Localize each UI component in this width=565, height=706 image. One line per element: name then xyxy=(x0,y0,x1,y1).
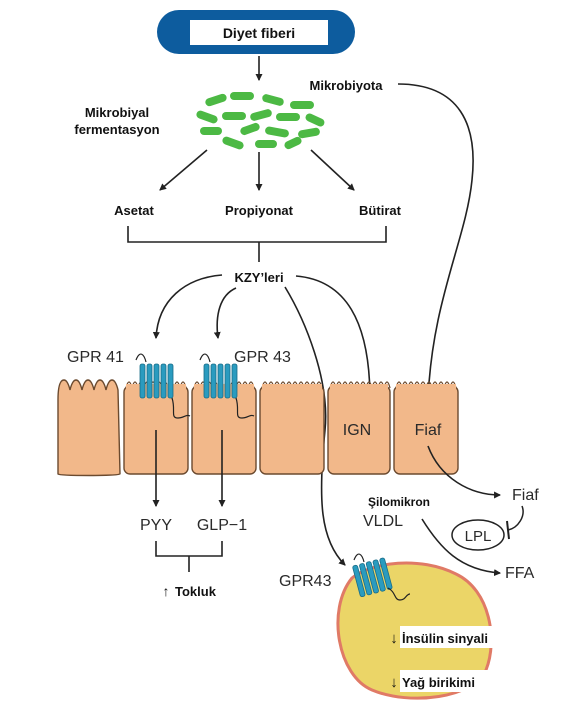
satiety-arrow: ↑ xyxy=(163,583,170,599)
gpr43-receptor-icon xyxy=(199,353,255,419)
fat-storage-label: Yağ birikimi xyxy=(402,675,475,690)
bacteria-to-butyrate-arrow xyxy=(310,149,355,191)
scfa-bracket xyxy=(127,226,387,262)
pyy-label: PYY xyxy=(140,517,172,534)
scfa-to-ign-arrow xyxy=(295,275,374,402)
fermentation-label-line2: fermentasyon xyxy=(74,122,159,137)
scfa-group-label: KZY’leri xyxy=(234,270,283,285)
gpr41-label: GPR 41 xyxy=(67,349,124,366)
dietary-fiber-pill: Diyet fiberi xyxy=(157,10,355,54)
gpr41-receptor-icon xyxy=(135,353,191,419)
insulin-arrow: ↓ xyxy=(390,630,398,647)
scfa-to-adipocyte-gpr43-arrow xyxy=(284,286,346,566)
insulin-label-bg xyxy=(400,626,510,648)
satiety-bracket xyxy=(155,541,223,572)
lpl-inhibition-bar xyxy=(506,520,510,540)
chylomicron-label: Şilomikron xyxy=(368,495,430,509)
epithelial-cell xyxy=(57,379,121,477)
lpl-enzyme: LPL xyxy=(451,519,505,551)
adipocyte-gpr43-receptor-icon xyxy=(352,553,411,601)
fiaf-out-label: Fiaf xyxy=(512,487,539,504)
butyrate-label: Bütirat xyxy=(359,203,402,218)
fiaf-inhibits-lpl-line xyxy=(507,505,524,531)
microbiota-to-fiaf-inhibition-line xyxy=(397,83,474,401)
propionate-label: Propiyonat xyxy=(225,203,294,218)
epithelial-cell xyxy=(191,385,257,475)
ign-label: IGN xyxy=(343,422,371,439)
scfa-to-gpr41-arrow xyxy=(152,274,223,340)
insulin-label: İnsülin sinyali xyxy=(402,631,488,646)
scfa-to-gpr43-arrow xyxy=(213,287,237,340)
fat-label-bg xyxy=(400,670,494,692)
microvilli-fill xyxy=(126,384,456,390)
ffa-label: FFA xyxy=(505,565,535,582)
bacteria-cluster xyxy=(196,92,325,150)
vldl-label: VLDL xyxy=(363,513,403,530)
epithelial-cell xyxy=(259,385,325,475)
vldl-to-ffa-arrow xyxy=(421,518,502,577)
glp1-label: GLP−1 xyxy=(197,517,247,534)
fermentation-label-line1: Mikrobiyal xyxy=(85,105,149,120)
fat-storage-arrow: ↓ xyxy=(390,674,398,691)
satiety-label: Tokluk xyxy=(175,584,217,599)
dietary-fiber-label: Diyet fiberi xyxy=(223,25,295,41)
intestinal-epithelium xyxy=(57,379,459,477)
adipocyte-gpr43-label: GPR43 xyxy=(279,573,332,590)
acetate-label: Asetat xyxy=(114,203,154,218)
gpr43-label: GPR 43 xyxy=(234,349,291,366)
lpl-label: LPL xyxy=(465,528,492,545)
fiaf-cell-label: Fiaf xyxy=(415,422,442,439)
fiaf-to-fiaf-out-arrow xyxy=(427,445,502,499)
microbiota-label: Mikrobiyota xyxy=(310,78,384,93)
bacteria-to-acetate-arrow xyxy=(159,149,208,191)
